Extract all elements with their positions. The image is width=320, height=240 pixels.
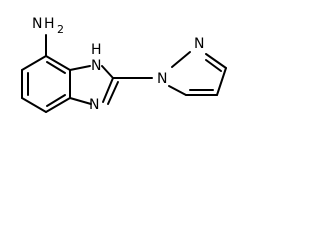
pyrazole-bond-n1-n2 (171, 51, 191, 68)
imidazole-double-bond-c2-n3 (107, 81, 119, 105)
pyrazole-n2-label: N (194, 36, 204, 52)
pyrazole-double-bond-n2-c3 (205, 59, 222, 72)
benzene-bond-6 (45, 55, 71, 71)
pyrazole-n1-label: N (157, 71, 167, 87)
benzene-double-bond-bottom (46, 94, 66, 107)
benzene-double-bond-top (46, 61, 66, 74)
imidazole-bond-c7a-n1 (69, 65, 91, 71)
benzene-bond-5 (21, 55, 47, 71)
imidazole-n3-label: N (89, 97, 99, 113)
amine-hydrogen-label: H (44, 16, 55, 32)
amine-nitrogen-label: N (32, 16, 42, 32)
benzene-bond-3 (21, 97, 47, 113)
chemical-structure: N H 2 H N N N N (21, 16, 227, 113)
imidazole-bond-c2-n3 (102, 77, 114, 103)
pyrazole-bond-c3-c4 (216, 67, 227, 96)
atom-labels: N H 2 H N N N N (32, 16, 204, 113)
nh-hydrogen-label: H (91, 42, 102, 58)
nh-nitrogen-label: N (91, 58, 101, 74)
pyrazole-bond-n2-c3 (205, 53, 227, 69)
bonds (21, 34, 227, 113)
imidazole-bond-n3-c3a (69, 97, 92, 105)
imidazole-bond-n1-c2 (101, 65, 114, 79)
amine-subscript: 2 (57, 23, 64, 36)
pyrazole-bond-c5-n1 (168, 85, 187, 96)
benzene-bond-2 (45, 97, 71, 113)
